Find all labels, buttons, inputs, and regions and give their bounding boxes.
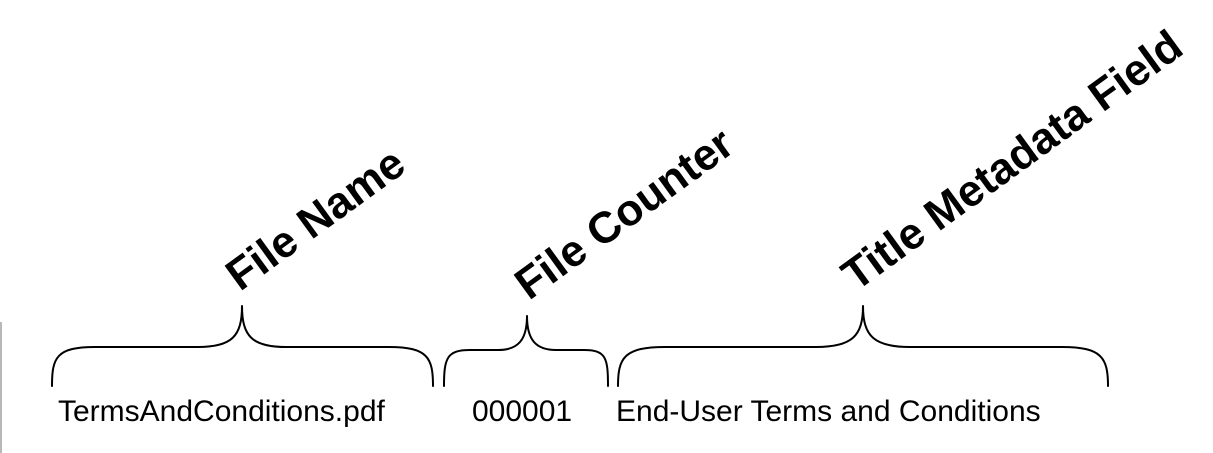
file-counter-label: File Counter bbox=[506, 119, 742, 310]
segment-file-counter: File Counter 000001 bbox=[443, 119, 743, 428]
title-metadata-value: End-User Terms and Conditions bbox=[616, 395, 1041, 428]
segment-title-metadata: Title Metadata Field End-User Terms and … bbox=[616, 21, 1192, 428]
segment-file-name: File Name TermsAndConditions.pdf bbox=[51, 138, 434, 428]
file-name-label: File Name bbox=[217, 138, 414, 300]
file-name-brace bbox=[51, 305, 434, 387]
file-counter-value: 000001 bbox=[472, 395, 572, 428]
title-metadata-brace bbox=[617, 305, 1109, 387]
file-name-value: TermsAndConditions.pdf bbox=[58, 395, 386, 428]
title-metadata-label: Title Metadata Field bbox=[833, 21, 1191, 300]
file-counter-brace bbox=[443, 315, 609, 387]
